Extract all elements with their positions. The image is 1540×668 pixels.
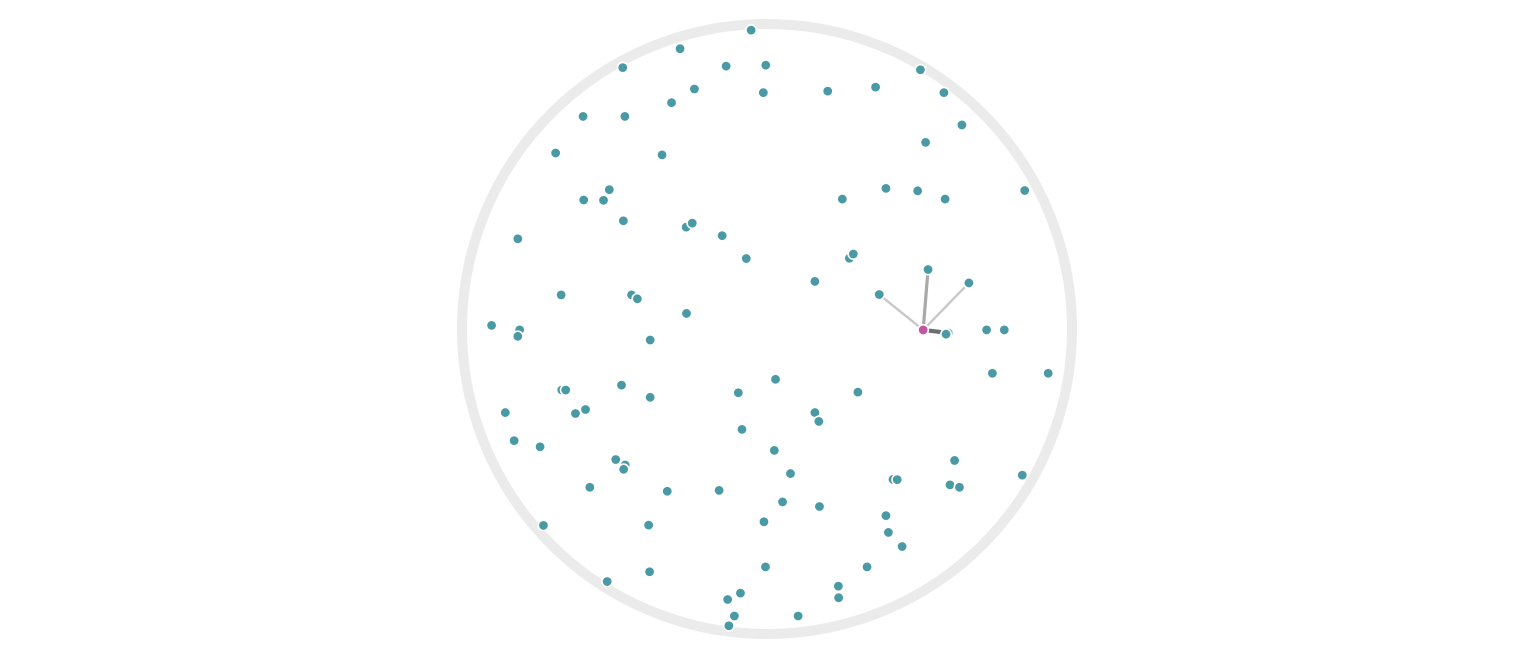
- data-point-46[interactable]: [940, 328, 953, 341]
- link-line-2: [878, 293, 925, 332]
- data-point-67[interactable]: [768, 444, 781, 457]
- data-point-90[interactable]: [861, 560, 874, 573]
- data-point-65[interactable]: [508, 434, 521, 447]
- data-point-39[interactable]: [485, 319, 498, 332]
- data-point-73[interactable]: [891, 473, 904, 486]
- data-point-44[interactable]: [873, 288, 886, 301]
- data-point-76[interactable]: [953, 481, 966, 494]
- data-point-78[interactable]: [583, 481, 596, 494]
- data-point-25[interactable]: [1018, 184, 1031, 197]
- data-point-93[interactable]: [832, 580, 845, 593]
- data-point-47[interactable]: [980, 323, 993, 336]
- data-point-23[interactable]: [911, 184, 924, 197]
- data-point-26[interactable]: [617, 214, 630, 227]
- data-point-66[interactable]: [534, 440, 547, 453]
- data-point-42[interactable]: [922, 263, 935, 276]
- data-point-19[interactable]: [577, 193, 590, 206]
- data-point-95[interactable]: [734, 587, 747, 600]
- data-point-13[interactable]: [665, 96, 678, 109]
- data-point-79[interactable]: [661, 485, 674, 498]
- data-point-61[interactable]: [579, 403, 592, 416]
- data-point-87[interactable]: [882, 526, 895, 539]
- data-point-9[interactable]: [869, 81, 882, 94]
- points-group: [485, 24, 1055, 632]
- data-point-14[interactable]: [955, 118, 968, 131]
- data-point-70[interactable]: [617, 463, 630, 476]
- data-point-6[interactable]: [688, 82, 701, 95]
- data-point-68[interactable]: [609, 453, 622, 466]
- data-point-88[interactable]: [896, 540, 909, 553]
- data-point-38[interactable]: [680, 307, 693, 320]
- data-point-77[interactable]: [1016, 469, 1029, 482]
- data-point-99[interactable]: [722, 619, 735, 632]
- data-point-86[interactable]: [757, 515, 770, 528]
- data-point-64[interactable]: [735, 423, 748, 436]
- data-point-94[interactable]: [832, 591, 845, 604]
- data-point-55[interactable]: [732, 386, 745, 399]
- data-point-57[interactable]: [851, 386, 864, 399]
- data-point-2[interactable]: [616, 61, 629, 74]
- selected-point[interactable]: [917, 323, 930, 336]
- domain-boundary-circle: [457, 19, 1077, 639]
- data-point-80[interactable]: [713, 484, 726, 497]
- links-group: [878, 267, 971, 336]
- data-point-3[interactable]: [720, 60, 733, 73]
- data-point-31[interactable]: [740, 252, 753, 265]
- data-point-60[interactable]: [569, 407, 582, 420]
- data-point-37[interactable]: [631, 292, 644, 305]
- data-point-29[interactable]: [716, 229, 729, 242]
- data-point-5[interactable]: [914, 63, 927, 76]
- data-point-56[interactable]: [769, 373, 782, 386]
- data-point-53[interactable]: [559, 383, 572, 396]
- data-point-11[interactable]: [577, 110, 590, 123]
- data-point-16[interactable]: [656, 148, 669, 161]
- data-point-58[interactable]: [644, 391, 657, 404]
- data-point-74[interactable]: [948, 454, 961, 467]
- data-point-63[interactable]: [812, 415, 825, 428]
- data-point-35[interactable]: [555, 288, 568, 301]
- data-point-96[interactable]: [721, 593, 734, 606]
- data-point-20[interactable]: [597, 194, 610, 207]
- data-point-92[interactable]: [643, 565, 656, 578]
- data-point-15[interactable]: [549, 147, 562, 160]
- data-point-91[interactable]: [601, 575, 614, 588]
- data-point-50[interactable]: [986, 367, 999, 380]
- data-point-85[interactable]: [642, 519, 655, 532]
- data-point-7[interactable]: [757, 86, 770, 99]
- data-point-30[interactable]: [511, 232, 524, 245]
- data-point-8[interactable]: [821, 85, 834, 98]
- data-point-48[interactable]: [998, 323, 1011, 336]
- data-point-0[interactable]: [745, 24, 758, 37]
- data-point-21[interactable]: [836, 193, 849, 206]
- link-line-1: [921, 281, 971, 332]
- data-point-98[interactable]: [792, 610, 805, 623]
- data-point-51[interactable]: [1042, 367, 1055, 380]
- data-point-22[interactable]: [879, 182, 892, 195]
- data-point-83[interactable]: [879, 509, 892, 522]
- data-point-97[interactable]: [728, 610, 741, 623]
- data-point-49[interactable]: [644, 333, 657, 346]
- link-line-0: [921, 267, 930, 332]
- data-point-89[interactable]: [759, 560, 772, 573]
- data-point-4[interactable]: [759, 59, 772, 72]
- data-point-71[interactable]: [784, 467, 797, 480]
- data-point-82[interactable]: [813, 500, 826, 513]
- data-point-43[interactable]: [962, 276, 975, 289]
- data-point-17[interactable]: [919, 136, 932, 149]
- data-point-12[interactable]: [618, 110, 631, 123]
- data-point-33[interactable]: [847, 247, 860, 260]
- data-point-41[interactable]: [511, 330, 524, 343]
- data-point-18[interactable]: [603, 183, 616, 196]
- data-point-81[interactable]: [776, 495, 789, 508]
- data-point-24[interactable]: [939, 193, 952, 206]
- data-point-54[interactable]: [615, 379, 628, 392]
- data-point-34[interactable]: [808, 275, 821, 288]
- data-point-28[interactable]: [686, 217, 699, 230]
- data-point-84[interactable]: [537, 519, 550, 532]
- data-point-59[interactable]: [499, 406, 512, 419]
- data-point-1[interactable]: [674, 42, 687, 55]
- data-point-10[interactable]: [937, 86, 950, 99]
